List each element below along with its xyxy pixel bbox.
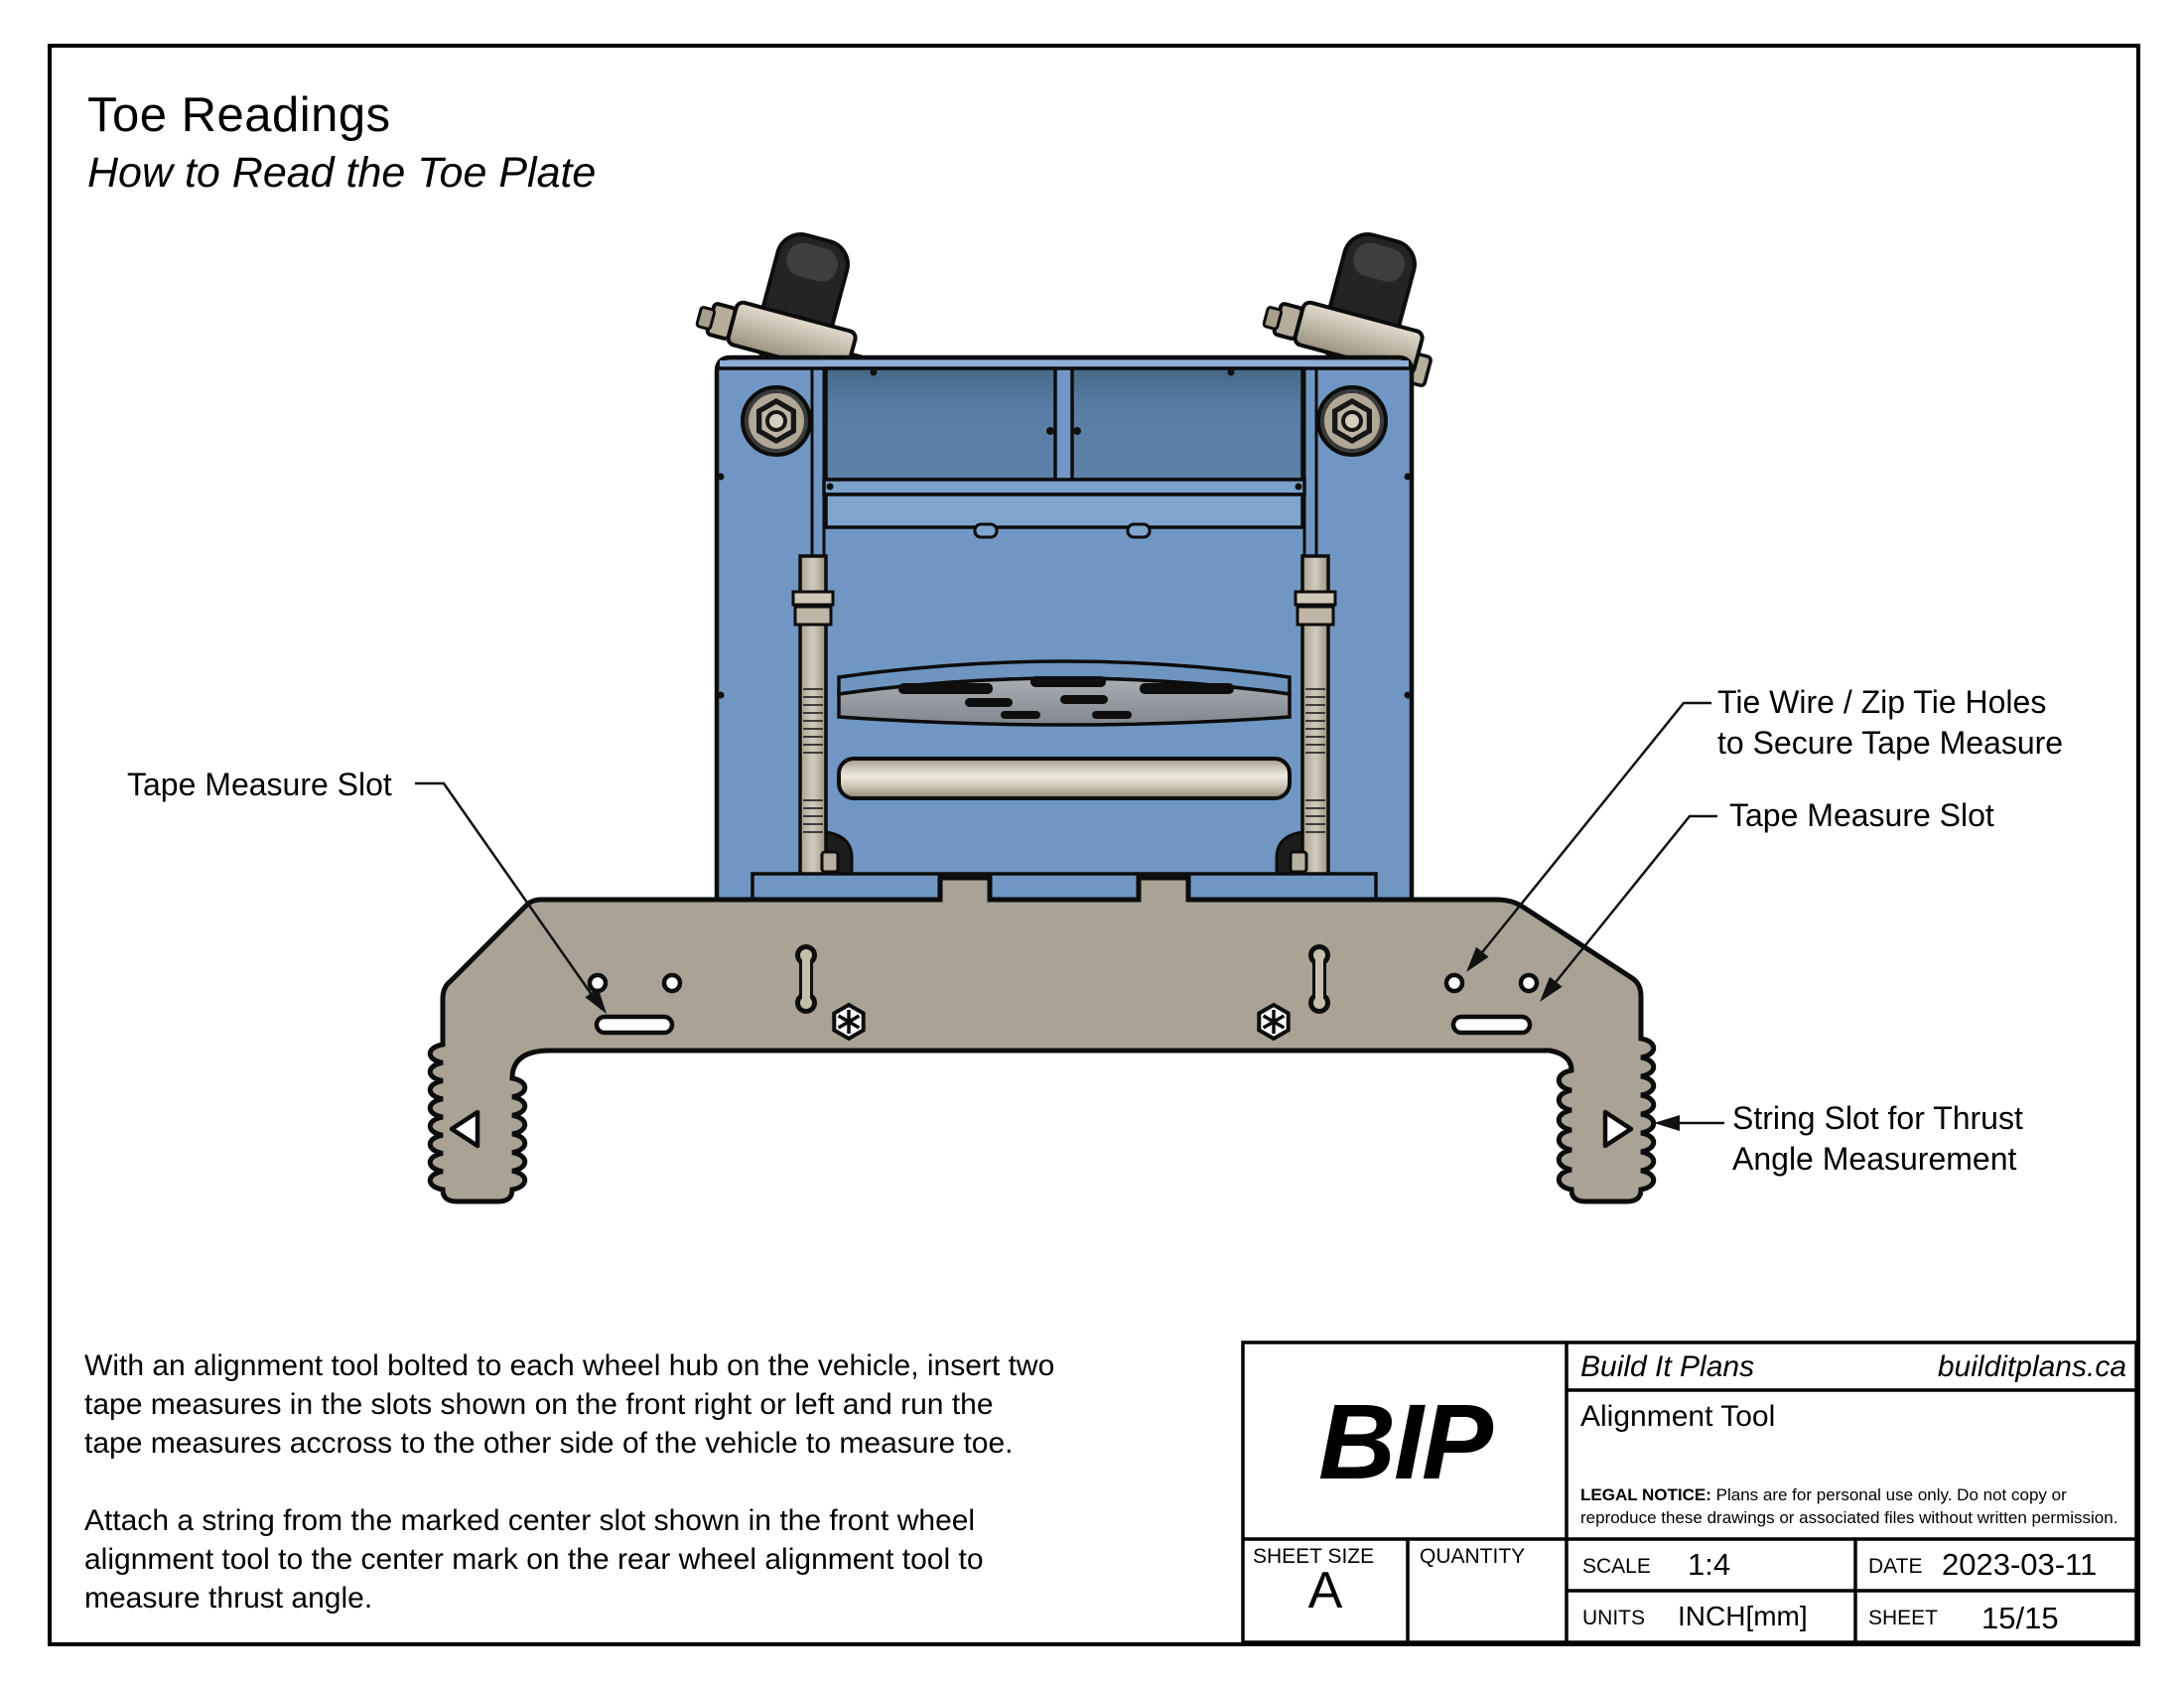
units-label: UNITS [1582, 1607, 1645, 1629]
leader-string-slot [1654, 1115, 1724, 1131]
rotor-disc [837, 659, 1292, 727]
company-website: builditplans.ca [1937, 1350, 2126, 1383]
leader-tape-measure-slot-left [415, 781, 607, 1014]
center-mark-left [832, 1002, 866, 1042]
leader-tie-wire-holes [1466, 701, 1711, 972]
shelf [824, 492, 1304, 529]
cross-rail [822, 478, 1306, 496]
scale-value: 1:4 [1688, 1547, 1731, 1582]
sheet-size-value: A [1307, 1562, 1343, 1619]
dogbone-slot-right [1308, 944, 1330, 1014]
date-label: DATE [1868, 1555, 1923, 1578]
notes-paragraph-2: Attach a string from the marked center s… [84, 1504, 984, 1615]
sheet-border [48, 44, 2140, 1646]
string-slot-triangle-right [1602, 1109, 1634, 1149]
sheet-value: 15/15 [1981, 1601, 2059, 1635]
callout-string-slot: String Slot for Thrust Angle Measurement [1732, 1100, 2023, 1177]
quantity-label: QUANTITY [1420, 1545, 1526, 1568]
legal-notice: LEGAL NOTICE: Plans are for personal use… [1580, 1485, 2118, 1527]
tape-measure-slot-left [587, 972, 683, 1036]
page-subtitle: How to Read the Toe Plate [87, 149, 597, 197]
pivot-cylinder [837, 757, 1292, 800]
bip-logo: BIP [1317, 1380, 1493, 1501]
tie-wire-holes-and-slot-right [1443, 972, 1540, 1036]
scale-label: SCALE [1582, 1555, 1651, 1578]
units-value: INCH[mm] [1678, 1601, 1808, 1631]
sheet-size-label: SHEET SIZE [1253, 1545, 1375, 1568]
part-title: Alignment Tool [1580, 1400, 1776, 1433]
notes-paragraph-1: With an alignment tool bolted to each wh… [84, 1349, 1055, 1460]
toe-plate [427, 875, 1657, 1204]
recessed-panel-left [824, 366, 1057, 482]
dogbone-slot-left [795, 944, 817, 1014]
leader-tape-measure-slot-right [1540, 814, 1717, 1002]
date-value: 2023-03-11 [1942, 1547, 2098, 1582]
recessed-panel-right [1070, 366, 1304, 482]
company-name: Build It Plans [1580, 1350, 1755, 1383]
threaded-rod-right [1289, 554, 1337, 881]
callout-tie-wire-holes: Tie Wire / Zip Tie Holes to Secure Tape … [1717, 684, 2064, 761]
hub-bolt-right [1316, 385, 1388, 457]
sheet-label: SHEET [1868, 1607, 1939, 1629]
callout-tape-measure-slot-left: Tape Measure Slot [127, 767, 392, 802]
hub-bolt-left [741, 385, 812, 457]
string-slot-triangle-left [449, 1109, 480, 1149]
base-band [751, 872, 1378, 904]
callout-tape-measure-slot-right: Tape Measure Slot [1729, 797, 1994, 833]
center-mark-right [1257, 1002, 1291, 1042]
page-title: Toe Readings [87, 88, 391, 142]
title-block-grid [1241, 1340, 2138, 1644]
